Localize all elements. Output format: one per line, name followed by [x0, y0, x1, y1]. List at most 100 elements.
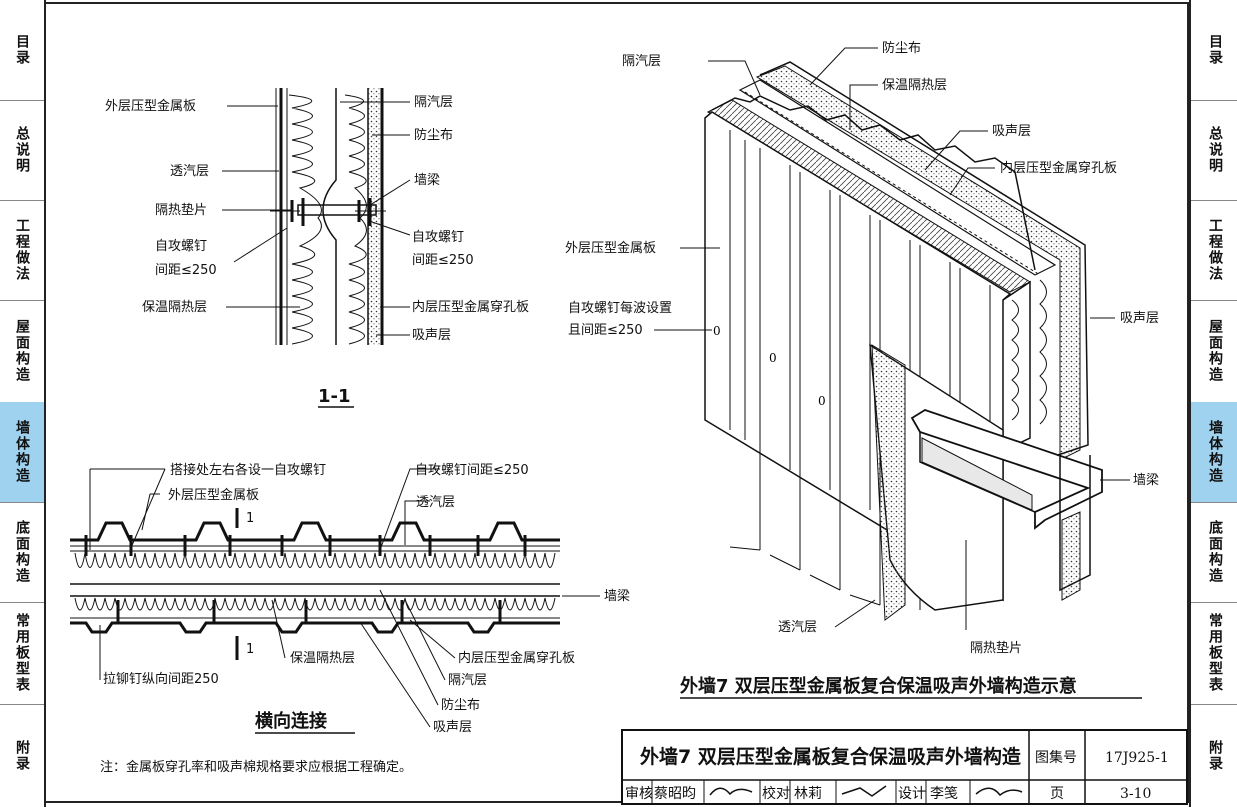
- left-nav: 目录 总说明 工程做法 屋面构造 墙体构造 底面构造 常用板型表 附录: [0, 0, 46, 807]
- reviewer-signature: [709, 787, 753, 796]
- isometric-view: 0 0 0: [654, 47, 1130, 630]
- nav-label: 总说明: [1207, 126, 1223, 174]
- nav-label: 常用板型表: [14, 613, 30, 693]
- page-label: 页: [1050, 786, 1064, 802]
- label-dust-h: 防尘布: [441, 697, 480, 713]
- iso-label-screw-wave: 自攻螺钉每波设置: [568, 300, 672, 316]
- nav-left-catalog[interactable]: 目录: [0, 0, 44, 101]
- drawing-sheet: [44, 2, 1189, 803]
- iso-label-insulation: 保温隔热层: [882, 78, 947, 93]
- iso-label-breather: 透汽层: [778, 620, 817, 635]
- section-mark-bottom: 1: [246, 642, 254, 657]
- section-caption: 1-1: [318, 386, 351, 407]
- horizontal-labels: 搭接处左右各设一自攻螺钉 外层压型金属板 自攻螺钉间距≤250 透汽层 墙梁 拉…: [103, 462, 630, 735]
- nav-left-wall[interactable]: 墙体构造: [0, 402, 44, 503]
- nav-right-general[interactable]: 总说明: [1191, 100, 1237, 201]
- outer-profile: [70, 521, 560, 542]
- iso-label-acoustic: 吸声层: [992, 124, 1031, 139]
- section-labels: 外层压型金属板 透汽层 隔热垫片 自攻螺钉 间距≤250 保温隔热层 隔汽层 防…: [105, 95, 529, 408]
- label-rivet-spacing: 拉铆钉纵向间距250: [103, 671, 219, 687]
- label-outer-panel: 外层压型金属板: [105, 98, 196, 114]
- section-mark-top: 1: [246, 511, 254, 526]
- label-wall-beam-h: 墙梁: [604, 589, 630, 604]
- iso-wall-beam: [910, 409, 1103, 530]
- horizontal-connection: 1 1: [70, 468, 600, 728]
- nav-label: 目录: [1207, 34, 1223, 66]
- acoustic-layer: [368, 88, 380, 345]
- nav-right-wall[interactable]: 墙体构造: [1191, 402, 1237, 503]
- nav-left-general[interactable]: 总说明: [0, 100, 44, 201]
- nav-left-floor[interactable]: 底面构造: [0, 502, 44, 603]
- nav-right-floor[interactable]: 底面构造: [1191, 502, 1237, 603]
- inner-profile: [70, 621, 560, 634]
- label-vapor-barrier: 隔汽层: [414, 95, 453, 110]
- iso-label-screw-spacing: 且间距≤250: [568, 323, 643, 338]
- label-outer-panel-h: 外层压型金属板: [168, 487, 259, 503]
- label-breather-h: 透汽层: [416, 495, 455, 510]
- label-spacing: 间距≤250: [155, 263, 217, 278]
- atlas-number: 17J925-1: [1105, 750, 1169, 766]
- note-text: 注：金属板穿孔率和吸声棉规格要求应根据工程确定。: [100, 759, 412, 775]
- iso-label-vapor: 隔汽层: [622, 54, 661, 69]
- nav-right-practice[interactable]: 工程做法: [1191, 200, 1237, 301]
- section-1-1: [222, 88, 411, 345]
- nav-left-panels[interactable]: 常用板型表: [0, 602, 44, 705]
- design-label: 设计: [898, 786, 926, 802]
- nav-label: 墙体构造: [1207, 420, 1223, 484]
- nav-label: 工程做法: [14, 218, 30, 282]
- iso-label-inner-panel: 内层压型金属穿孔板: [1000, 160, 1117, 176]
- nav-label: 常用板型表: [1207, 613, 1223, 693]
- nav-label: 屋面构造: [1207, 319, 1223, 383]
- page-number: 3-10: [1120, 786, 1151, 802]
- reviewer-name: 蔡昭昀: [654, 786, 696, 802]
- nav-label: 附录: [1207, 739, 1223, 772]
- nav-label: 底面构造: [14, 520, 30, 584]
- label-screw: 自攻螺钉: [155, 239, 207, 254]
- label-spacing-right: 间距≤250: [412, 253, 474, 268]
- designer-name: 李笺: [930, 785, 958, 802]
- nav-right-catalog[interactable]: 目录: [1191, 0, 1237, 101]
- horizontal-caption: 横向连接: [255, 710, 327, 732]
- label-overlap-screw: 搭接处左右各设一自攻螺钉: [170, 462, 326, 478]
- nav-right-panels[interactable]: 常用板型表: [1191, 602, 1237, 705]
- title-text: 外墙7 双层压型金属板复合保温吸声外墙构造: [640, 745, 1022, 768]
- label-screw-right: 自攻螺钉: [412, 230, 464, 245]
- nav-left-practice[interactable]: 工程做法: [0, 200, 44, 301]
- label-screw-spacing-h: 自攻螺钉间距≤250: [415, 463, 529, 478]
- label-dust-cloth: 防尘布: [414, 127, 453, 143]
- nav-label: 工程做法: [1207, 218, 1223, 282]
- iso-label-thermal-pad: 隔热垫片: [970, 640, 1022, 656]
- label-thermal-pad: 隔热垫片: [155, 202, 207, 218]
- checker-name: 林莉: [794, 786, 822, 802]
- iso-screw-1: 0: [713, 324, 721, 338]
- label-insulation: 保温隔热层: [142, 300, 207, 315]
- nav-label: 墙体构造: [14, 420, 30, 484]
- iso-label-acoustic-2: 吸声层: [1120, 311, 1159, 326]
- label-acoustic: 吸声层: [412, 328, 451, 343]
- nav-label: 附录: [14, 739, 30, 772]
- nav-right-appendix[interactable]: 附录: [1191, 704, 1237, 807]
- membrane-line: [322, 88, 337, 345]
- nav-label: 目录: [14, 34, 30, 66]
- label-insulation-h: 保温隔热层: [290, 651, 355, 666]
- title-block: 外墙7 双层压型金属板复合保温吸声外墙构造 图集号 17J925-1 审核 蔡昭…: [621, 729, 1188, 805]
- label-inner-panel-h: 内层压型金属穿孔板: [458, 650, 575, 666]
- nav-left-appendix[interactable]: 附录: [0, 704, 44, 807]
- iso-label-wall-beam: 墙梁: [1133, 473, 1159, 488]
- iso-dust-cloth: [755, 65, 1081, 461]
- label-acoustic-h: 吸声层: [433, 720, 472, 735]
- label-inner-panel: 内层压型金属穿孔板: [412, 299, 529, 315]
- iso-labels: 隔汽层 防尘布 保温隔热层 吸声层 内层压型金属穿孔板 外层压型金属板 自攻螺钉…: [565, 40, 1159, 699]
- insulation-wave: [288, 94, 322, 345]
- right-nav: 目录 总说明 工程做法 屋面构造 墙体构造 底面构造 常用板型表 附录: [1189, 0, 1237, 807]
- designer-signature: [975, 787, 1023, 797]
- checker-signature: [841, 785, 887, 797]
- iso-screw-3: 0: [818, 394, 826, 408]
- nav-label: 底面构造: [1207, 520, 1223, 584]
- iso-caption: 外墙7 双层压型金属板复合保温吸声外墙构造示意: [680, 675, 1077, 697]
- review-label: 审核: [625, 786, 653, 802]
- check-label: 校对: [762, 785, 790, 802]
- label-wall-beam: 墙梁: [414, 173, 440, 188]
- iso-label-outer-panel: 外层压型金属板: [565, 240, 656, 256]
